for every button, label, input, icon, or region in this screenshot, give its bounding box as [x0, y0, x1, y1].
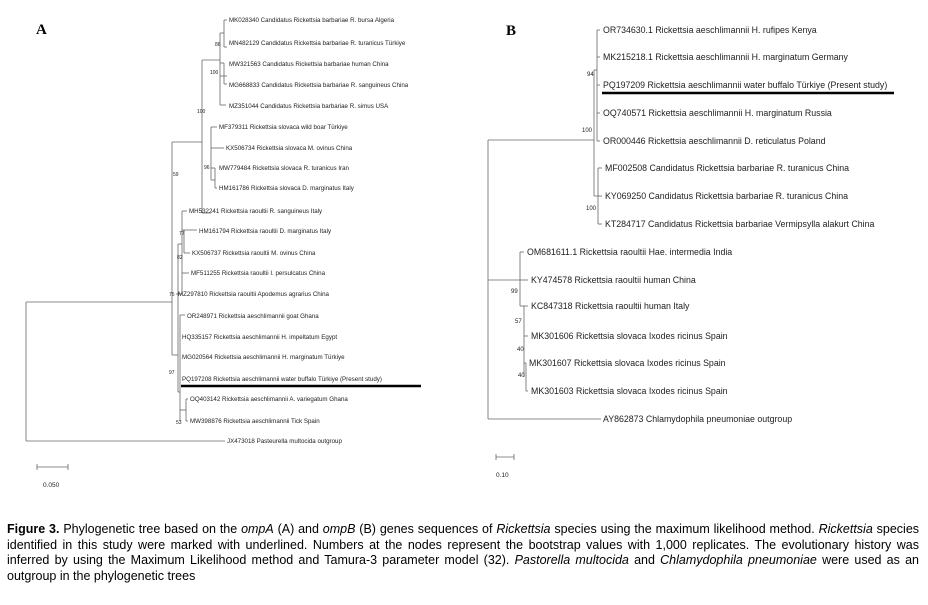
scale-label-b: 0.10 [496, 472, 509, 479]
caption-genus-2: Rickettsia [818, 522, 873, 536]
caption-text-2: (A) and [273, 522, 323, 536]
bootstrap-b-1: 94 [587, 72, 594, 78]
bootstrap-a-8: 75 [169, 292, 175, 298]
leaf-a-21: JX473018 Pasteurella multocida outgroup [227, 438, 342, 445]
leaf-a-6: MF379311 Rickettsia slovaca wild boar Tü… [219, 124, 348, 131]
leaf-b-3: PQ197209 Rickettsia aeschlimannii water … [603, 80, 887, 90]
leaf-b-10: KY474578 Rickettsia raoultii human China [531, 275, 696, 285]
caption-figure-label: Figure 3. [7, 522, 60, 536]
leaf-b-6: MF002508 Candidatus Rickettsia barbariae… [605, 163, 849, 173]
tree-a-branches [25, 19, 227, 470]
caption-outgroup-2: Chlamydophila pneumoniae [660, 553, 817, 567]
leaf-b-14: MK301603 Rickettsia slovaca Ixodes ricin… [531, 386, 728, 396]
leaf-a-17: MG020564 Rickettsia aeschlimannii H. mar… [182, 354, 345, 361]
leaf-b-7: KY069250 Candidatus Rickettsia barbariae… [605, 191, 848, 201]
tree-a-leaves: MK028340 Candidatus Rickettsia barbariae… [178, 17, 421, 445]
leaf-b-15: AY862873 Chlamydophila pneumoniae outgro… [603, 414, 792, 424]
leaf-a-3: MW321563 Candidatus Rickettsia barbariae… [229, 61, 389, 68]
leaf-b-4: OQ740571 Rickettsia aeschlimannii H. mar… [603, 108, 832, 118]
bootstrap-b-4: 99 [511, 289, 518, 295]
leaf-a-14: MZ297810 Rickettsia raoultii Apodemus ag… [178, 291, 330, 298]
caption-text-4: species using the maximum likelihood met… [550, 522, 819, 536]
tree-b-branches [487, 29, 602, 460]
leaf-a-19: OQ403142 Rickettsia aeschlimannii A. var… [190, 396, 348, 403]
tree-b-leaves: OR734630.1 Rickettsia aeschlimannii H. r… [527, 25, 894, 424]
leaf-a-20: MW398876 Rickettsia aeschlimannii Tick S… [190, 418, 320, 425]
bootstrap-a-1: 86 [215, 42, 221, 48]
caption-genus-1: Rickettsia [496, 522, 551, 536]
bootstrap-a-9: 97 [169, 370, 175, 376]
caption-text-5: species identified in this study were ma… [7, 522, 920, 567]
bootstrap-b-6: 40 [517, 347, 524, 353]
leaf-a-13: MF511255 Rickettsia raoultii I. persulca… [191, 270, 326, 277]
leaf-a-5: MZ351044 Candidatus Rickettsia barbariae… [229, 103, 389, 110]
bootstrap-a-5: 59 [173, 172, 179, 178]
bootstrap-a-3: 100 [197, 109, 206, 115]
leaf-a-9: HM161786 Rickettsia slovaca D. marginatu… [219, 185, 355, 192]
leaf-a-1: MK028340 Candidatus Rickettsia barbariae… [229, 17, 395, 24]
bootstrap-b-5: 57 [515, 319, 522, 325]
leaf-b-9: OM681611.1 Rickettsia raoultii Hae. inte… [527, 247, 732, 257]
leaf-a-11: HM161794 Rickettsia raoultii D. marginat… [199, 228, 332, 235]
leaf-a-7: KX506734 Rickettsia slovaca M. ovinus Ch… [226, 145, 353, 152]
bootstrap-b-7: 40 [518, 373, 525, 379]
leaf-b-5: OR000446 Rickettsia aeschlimannii D. ret… [603, 136, 826, 146]
leaf-a-10: MH532241 Rickettsia raoultii R. sanguine… [189, 208, 323, 215]
leaf-b-13: MK301607 Rickettsia slovaca Ixodes ricin… [529, 358, 726, 368]
bootstrap-a-2: 100 [210, 70, 219, 76]
leaf-a-12: KX506737 Rickettsia raoultii M. ovinus C… [192, 250, 316, 257]
leaf-b-1: OR734630.1 Rickettsia aeschlimannii H. r… [603, 25, 817, 35]
caption-text-3: (B) genes sequences of [355, 522, 497, 536]
caption-gene-ompb: ompB [322, 522, 356, 536]
bootstrap-b-3: 100 [586, 206, 597, 212]
panel-b-label: B [506, 23, 517, 39]
tree-a-bootstrap: 86 100 100 96 59 77 82 75 97 53 [169, 42, 221, 426]
scale-label-a: 0.050 [43, 482, 60, 489]
caption-gene-ompa: ompA [241, 522, 274, 536]
caption-text-7: were used as an outgroup in the phylogen… [7, 553, 919, 583]
leaf-a-15: OR248971 Rickettsia aeschlimannii goat G… [187, 313, 319, 320]
leaf-a-8: MW779484 Rickettsia slovaca R. turanicus… [219, 165, 350, 172]
panel-a-label: A [36, 22, 47, 38]
leaf-a-4: MG668833 Candidatus Rickettsia barbariae… [229, 82, 409, 89]
tree-b-bootstrap: 94 100 100 99 57 40 40 [511, 72, 597, 379]
leaf-b-8: KT284717 Candidatus Rickettsia barbariae… [605, 219, 875, 229]
leaf-a-16: HQ335157 Rickettsia aeschlimannii H. imp… [182, 334, 337, 341]
bootstrap-a-6: 77 [179, 231, 185, 237]
caption-outgroup-1: Pastorella multocida [514, 553, 629, 567]
bootstrap-b-2: 100 [582, 128, 593, 134]
caption-text-1: Phylogenetic tree based on the [59, 522, 242, 536]
leaf-b-11: KC847318 Rickettsia raoultii human Italy [531, 301, 690, 311]
caption-text-6: and [628, 553, 661, 567]
bootstrap-a-10: 53 [176, 420, 182, 426]
leaf-a-18: PQ197208 Rickettsia aeschlimannii water … [182, 376, 382, 383]
figure-caption: Figure 3. Phylogenetic tree based on the… [7, 522, 919, 584]
bootstrap-a-4: 96 [204, 165, 210, 171]
leaf-b-12: MK301606 Rickettsia slovaca Ixodes ricin… [531, 331, 728, 341]
leaf-a-2: MN482129 Candidatus Rickettsia barbariae… [229, 40, 406, 47]
leaf-b-2: MK215218.1 Rickettsia aeschlimannii H. m… [603, 52, 849, 62]
bootstrap-a-7: 82 [177, 255, 183, 261]
